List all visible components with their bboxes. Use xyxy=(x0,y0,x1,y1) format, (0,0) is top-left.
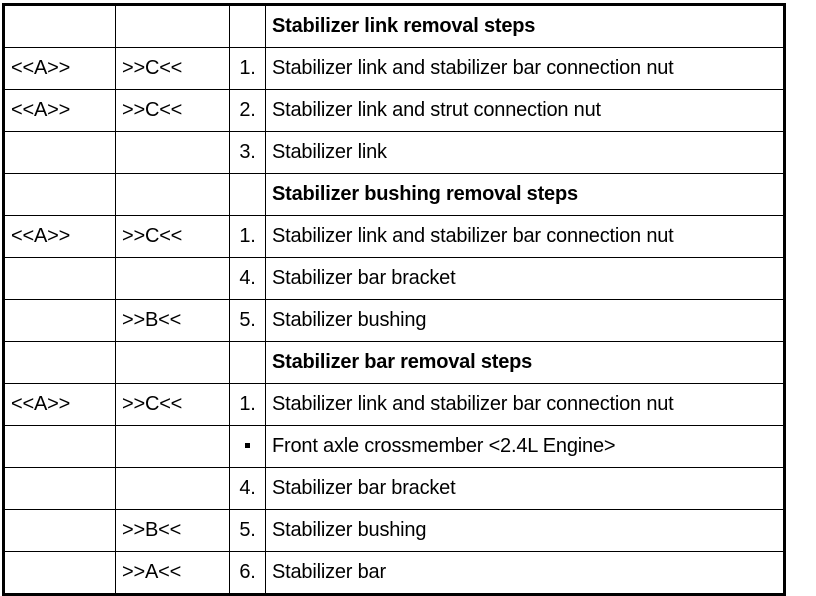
cell-marker-b xyxy=(115,131,230,174)
cell-marker-a xyxy=(3,509,116,552)
cell-step-number: 4. xyxy=(229,467,266,510)
cell-description: Front axle crossmember <2.4L Engine> xyxy=(265,425,785,468)
cell-description: Stabilizer bar bracket xyxy=(265,257,785,300)
cell-step-number: 6. xyxy=(229,551,266,595)
cell-marker-b xyxy=(115,257,230,300)
table-row: <<A>>>>C<<1.Stabilizer link and stabiliz… xyxy=(3,47,785,90)
cell-marker-b xyxy=(115,4,230,48)
cell-step-number: 5. xyxy=(229,509,266,552)
cell-marker-a xyxy=(3,467,116,510)
cell-step-number: 5. xyxy=(229,299,266,342)
cell-description: Stabilizer bar xyxy=(265,551,785,595)
cell-description: Stabilizer bushing removal steps xyxy=(265,173,785,216)
table-row: >>A<<6.Stabilizer bar xyxy=(3,551,785,595)
table-row: >>B<<5.Stabilizer bushing xyxy=(3,509,785,552)
cell-marker-a xyxy=(3,257,116,300)
cell-marker-b: >>C<< xyxy=(115,89,230,132)
cell-marker-a xyxy=(3,131,116,174)
cell-marker-a xyxy=(3,341,116,384)
cell-marker-b: >>C<< xyxy=(115,383,230,426)
cell-step-number: 1. xyxy=(229,47,266,90)
cell-step-number: 4. xyxy=(229,257,266,300)
table-row: <<A>>>>C<<1.Stabilizer link and stabiliz… xyxy=(3,215,785,258)
table-row: Front axle crossmember <2.4L Engine> xyxy=(3,425,785,468)
cell-description: Stabilizer bushing xyxy=(265,509,785,552)
table-row: <<A>>>>C<<1.Stabilizer link and stabiliz… xyxy=(3,383,785,426)
cell-marker-a xyxy=(3,4,116,48)
cell-marker-a xyxy=(3,173,116,216)
cell-step-number: 1. xyxy=(229,383,266,426)
cell-step-number: 1. xyxy=(229,215,266,258)
bullet-dot-icon xyxy=(245,443,250,449)
cell-description: Stabilizer link and strut connection nut xyxy=(265,89,785,132)
cell-marker-b xyxy=(115,173,230,216)
table-row: Stabilizer bushing removal steps xyxy=(3,173,785,216)
cell-marker-a: <<A>> xyxy=(3,215,116,258)
cell-step-number xyxy=(229,4,266,48)
cell-description: Stabilizer link and stabilizer bar conne… xyxy=(265,383,785,426)
cell-step-number xyxy=(229,341,266,384)
stabilizer-steps-table: Stabilizer link removal steps<<A>>>>C<<1… xyxy=(2,3,786,596)
table-row: >>B<<5.Stabilizer bushing xyxy=(3,299,785,342)
table-row: Stabilizer bar removal steps xyxy=(3,341,785,384)
table-body: Stabilizer link removal steps<<A>>>>C<<1… xyxy=(3,4,785,595)
cell-description: Stabilizer link xyxy=(265,131,785,174)
cell-marker-b: >>C<< xyxy=(115,47,230,90)
table-row: 4.Stabilizer bar bracket xyxy=(3,467,785,510)
cell-marker-a xyxy=(3,299,116,342)
cell-marker-b xyxy=(115,425,230,468)
cell-marker-b xyxy=(115,341,230,384)
cell-marker-a: <<A>> xyxy=(3,383,116,426)
cell-description: Stabilizer link and stabilizer bar conne… xyxy=(265,215,785,258)
cell-marker-b: >>C<< xyxy=(115,215,230,258)
table-row: <<A>>>>C<<2.Stabilizer link and strut co… xyxy=(3,89,785,132)
cell-step-number xyxy=(229,425,266,468)
cell-marker-a xyxy=(3,551,116,595)
cell-step-number xyxy=(229,173,266,216)
cell-description: Stabilizer bushing xyxy=(265,299,785,342)
cell-description: Stabilizer link and stabilizer bar conne… xyxy=(265,47,785,90)
table-row: 3.Stabilizer link xyxy=(3,131,785,174)
cell-marker-b: >>A<< xyxy=(115,551,230,595)
table-row: Stabilizer link removal steps xyxy=(3,4,785,48)
cell-marker-a: <<A>> xyxy=(3,47,116,90)
cell-step-number: 3. xyxy=(229,131,266,174)
table-row: 4.Stabilizer bar bracket xyxy=(3,257,785,300)
cell-description: Stabilizer bar removal steps xyxy=(265,341,785,384)
cell-marker-a: <<A>> xyxy=(3,89,116,132)
cell-description: Stabilizer bar bracket xyxy=(265,467,785,510)
cell-description: Stabilizer link removal steps xyxy=(265,4,785,48)
cell-marker-a xyxy=(3,425,116,468)
cell-marker-b xyxy=(115,467,230,510)
cell-marker-b: >>B<< xyxy=(115,299,230,342)
cell-marker-b: >>B<< xyxy=(115,509,230,552)
cell-step-number: 2. xyxy=(229,89,266,132)
